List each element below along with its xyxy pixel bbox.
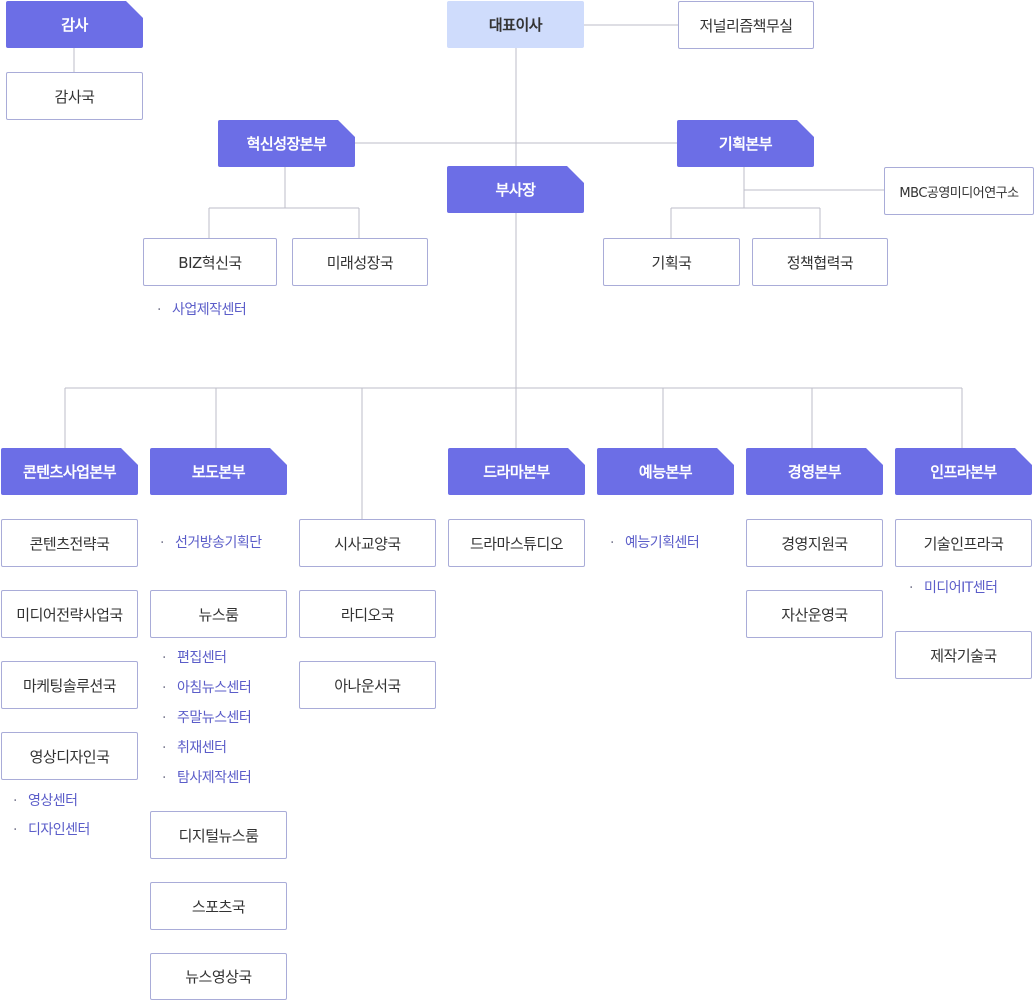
video-center[interactable]: 영상센터 [13, 790, 78, 810]
future-growth-office[interactable]: 미래성장국 [292, 238, 428, 286]
investigative-center[interactable]: 탐사제작센터 [162, 767, 252, 787]
production-tech-office[interactable]: 제작기술국 [895, 631, 1032, 679]
sports-office[interactable]: 스포츠국 [150, 882, 287, 930]
planning-head[interactable]: 기획본부 [677, 120, 814, 167]
management-head[interactable]: 경영본부 [746, 448, 883, 495]
current-affairs-office[interactable]: 시사교양국 [299, 519, 436, 567]
mbc-media-institute[interactable]: MBC공영미디어연구소 [884, 167, 1034, 215]
planning-office[interactable]: 기획국 [603, 238, 740, 286]
weekend-news-center[interactable]: 주말뉴스센터 [162, 707, 252, 727]
election-planning-group[interactable]: 선거방송기획단 [160, 532, 262, 552]
marketing-solution-office[interactable]: 마케팅솔루션국 [1, 661, 138, 709]
tech-infra-office[interactable]: 기술인프라국 [895, 519, 1032, 567]
editing-center[interactable]: 편집센터 [162, 647, 227, 667]
content-head[interactable]: 콘텐츠사업본부 [1, 448, 138, 495]
news-video-office[interactable]: 뉴스영상국 [150, 953, 287, 1000]
reporting-center[interactable]: 취재센터 [162, 737, 227, 757]
media-strategy-office[interactable]: 미디어전략사업국 [1, 590, 138, 638]
morning-news-center[interactable]: 아침뉴스센터 [162, 677, 252, 697]
radio-office[interactable]: 라디오국 [299, 590, 436, 638]
content-strategy-office[interactable]: 콘텐츠전략국 [1, 519, 138, 567]
biz-innovation-office[interactable]: BIZ혁신국 [143, 238, 277, 286]
drama-studio[interactable]: 드라마스튜디오 [448, 519, 585, 567]
variety-head[interactable]: 예능본부 [597, 448, 734, 495]
announcer-office[interactable]: 아나운서국 [299, 661, 436, 709]
media-it-center[interactable]: 미디어IT센터 [909, 577, 998, 597]
asset-management-office[interactable]: 자산운영국 [746, 590, 883, 638]
news-head[interactable]: 보도본부 [150, 448, 287, 495]
business-production-center[interactable]: 사업제작센터 [157, 299, 247, 319]
audit-office[interactable]: 감사국 [6, 72, 143, 120]
journalism-office[interactable]: 저널리즘책무실 [678, 1, 814, 49]
infra-head[interactable]: 인프라본부 [895, 448, 1032, 495]
vp-head[interactable]: 부사장 [447, 166, 584, 213]
policy-cooperation-office[interactable]: 정책협력국 [752, 238, 888, 286]
audit-head[interactable]: 감사 [6, 1, 143, 48]
digital-newsroom[interactable]: 디지털뉴스룸 [150, 811, 287, 859]
drama-head[interactable]: 드라마본부 [448, 448, 585, 495]
newsroom[interactable]: 뉴스룸 [150, 590, 287, 638]
ceo-head[interactable]: 대표이사 [447, 1, 584, 48]
innovation-head[interactable]: 혁신성장본부 [218, 120, 355, 167]
video-design-office[interactable]: 영상디자인국 [1, 732, 138, 780]
design-center[interactable]: 디자인센터 [13, 819, 90, 839]
variety-planning-center[interactable]: 예능기획센터 [610, 532, 700, 552]
management-support-office[interactable]: 경영지원국 [746, 519, 883, 567]
